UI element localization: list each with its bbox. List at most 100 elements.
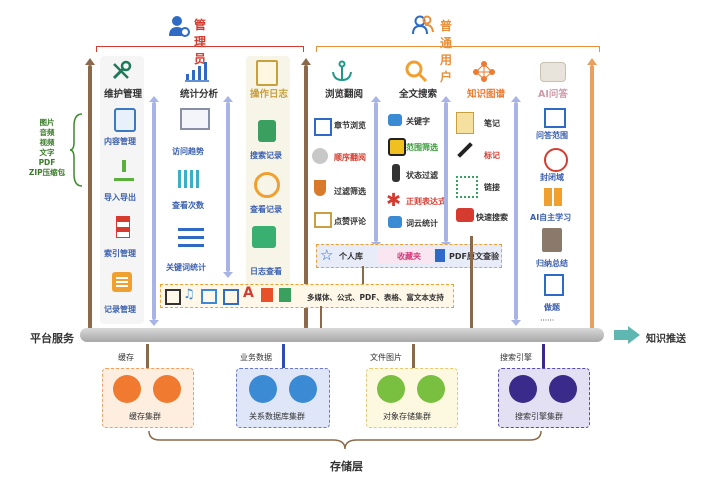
stats-item: 关键词统计 xyxy=(166,263,206,272)
flask-icon xyxy=(314,180,326,196)
maintenance-item: 内容管理 xyxy=(104,137,136,146)
favorites: 收藏夹 xyxy=(397,252,421,261)
star-icon: ☆ xyxy=(320,246,334,264)
media-to-platform-arrow xyxy=(320,306,322,328)
aiqa-item: 封闭域 xyxy=(540,173,564,182)
storage-brace xyxy=(148,430,542,450)
user-bracket-left xyxy=(316,46,317,52)
fulltext-item: 正则表达式 xyxy=(406,197,446,206)
admin-bracket-left xyxy=(96,46,97,52)
sheet-icon xyxy=(279,288,291,302)
aiqa-item: AI自主学习 xyxy=(530,213,572,222)
pen-icon xyxy=(457,142,473,158)
calendar-icon xyxy=(252,226,276,248)
checkbox-icon xyxy=(388,138,406,156)
comment-icon xyxy=(314,212,332,228)
content-mgmt-icon xyxy=(114,108,136,132)
format-item: 文字 xyxy=(39,148,55,157)
globe-icon xyxy=(544,148,568,172)
kgraph-item: 快速搜索 xyxy=(476,213,508,222)
fulltext-item: 关键字 xyxy=(406,117,430,126)
kgraph-item: 链接 xyxy=(484,183,500,192)
search-engine-icon xyxy=(549,375,577,403)
presentation-icon xyxy=(180,108,210,130)
aiqa-item: 归纳总结 xyxy=(536,259,568,268)
wrench-icon xyxy=(112,60,132,80)
col-oplog-title: 操作日志 xyxy=(249,89,288,100)
admin-title: 管理员 xyxy=(194,18,207,66)
col-aiqa-title: AI问答 xyxy=(538,89,568,100)
admin-bracket-right xyxy=(303,46,304,52)
push-label: 知识推送 xyxy=(646,334,686,345)
col-kgraph-title: 知识图谱 xyxy=(466,89,505,100)
image-icon xyxy=(201,289,217,304)
search-engine-icon xyxy=(509,375,537,403)
right-outer-arrow xyxy=(587,58,597,329)
storage-layer-label: 存储层 xyxy=(330,460,363,473)
keyword-icon xyxy=(388,114,402,126)
rdb-cluster: 关系数据库集群 xyxy=(236,368,330,428)
stats-right-arrow xyxy=(223,96,233,278)
browse-item: 点赞评论 xyxy=(334,217,366,226)
browse-item: 章节浏览 xyxy=(334,121,366,130)
admin-gear-user-icon xyxy=(169,16,190,37)
fulltext-right-arrow xyxy=(441,96,451,248)
summary-icon xyxy=(542,228,562,252)
admin-bracket xyxy=(96,46,304,47)
storage-link-label: 业务数据 xyxy=(240,353,272,362)
oplog-item: 查看记录 xyxy=(250,205,282,214)
media-bar: ♫ A 多媒体、公式、PDF、表格、富文本支持 xyxy=(160,284,454,308)
format-item: PDF xyxy=(38,158,56,167)
formats-brace xyxy=(70,113,83,187)
pdf-check: PDF原文查验 xyxy=(449,252,499,261)
link-icon xyxy=(456,176,478,198)
object-storage-cluster: 对象存储集群 xyxy=(366,368,458,428)
maintenance-item: 记录管理 xyxy=(104,305,136,314)
cluster-label: 对象存储集群 xyxy=(383,412,431,421)
format-item: 视频 xyxy=(39,138,55,147)
col-maintenance-title: 维护管理 xyxy=(103,89,142,100)
blocks-icon xyxy=(544,188,562,206)
cache-link xyxy=(146,344,149,368)
format-item: 音频 xyxy=(39,128,55,137)
db-link xyxy=(282,344,285,368)
file-link xyxy=(412,344,415,368)
oplog-item: 日志查看 xyxy=(250,267,282,276)
aiqa-item: 做题 xyxy=(544,303,560,312)
stats-item: 查看次数 xyxy=(172,201,204,210)
col-fulltext-title: 全文搜索 xyxy=(398,89,437,100)
dolphin-icon xyxy=(289,375,317,403)
formats-list: 图片 音频 视频 文字 PDF ZIP压缩包 xyxy=(22,118,72,178)
cache-db-icon xyxy=(153,375,181,403)
word-cloud-icon xyxy=(388,216,402,228)
storage-link-label: 缓存 xyxy=(118,353,134,362)
anchor-icon xyxy=(332,60,352,82)
media-support: 多媒体、公式、PDF、表格、富文本支持 xyxy=(307,293,444,302)
col-browse-title: 浏览翻阅 xyxy=(324,89,363,100)
kgraph-item: 笔记 xyxy=(484,119,500,128)
asterisk-icon: ✱ xyxy=(386,190,402,211)
personal-library: 个人库 xyxy=(339,252,363,261)
quick-search-icon xyxy=(456,208,474,222)
maintenance-item: 导入导出 xyxy=(104,193,136,202)
chat-bubble-icon xyxy=(540,62,566,82)
user-bracket xyxy=(316,46,600,47)
lighthouse-icon xyxy=(116,216,130,238)
bar-chart-icon xyxy=(185,62,209,82)
film-icon xyxy=(165,289,181,305)
personal-bar: ☆ 个人库 收藏夹 PDF原文查验 xyxy=(316,244,502,268)
user-title: 普通用户 xyxy=(440,19,453,84)
cluster-label: 缓存集群 xyxy=(129,412,161,421)
oplog-item: 搜索记录 xyxy=(250,151,282,160)
notepad-icon xyxy=(256,60,278,86)
favorites-bg xyxy=(377,248,433,264)
stats-left-arrow xyxy=(149,96,159,326)
cluster-label: 搜索引擎集群 xyxy=(515,412,563,421)
aiqa-item: ······ xyxy=(540,316,555,325)
storage-link-label: 搜索引擎 xyxy=(500,353,532,362)
fulltext-item: 范围筛选 xyxy=(406,143,438,152)
cluster-label: 关系数据库集群 xyxy=(249,412,305,421)
network-icon xyxy=(473,61,495,82)
fulltext-item: 状态过滤 xyxy=(406,171,438,180)
book-icon xyxy=(314,118,332,136)
